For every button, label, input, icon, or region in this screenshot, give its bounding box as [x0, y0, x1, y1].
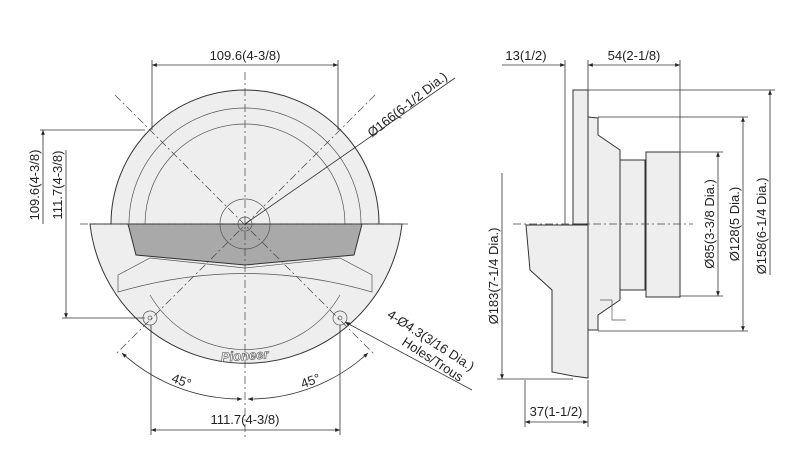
- top-width-label: 109.6(4-3/8): [210, 48, 281, 63]
- grille-bar: [117, 257, 373, 293]
- flange: [572, 89, 589, 225]
- basket-diameter-label: Ø128(5 Dia.): [727, 187, 742, 261]
- basket: [587, 116, 621, 331]
- side-view: 13(1/2) 54(2-1/8) 37(1-1/2) Ø183(7-1/4 D…: [486, 48, 775, 427]
- frame-diameter-label: Ø158(6-1/4 Dia.): [754, 178, 769, 275]
- left-height-inner-label: 111.7(4-3/8): [50, 151, 65, 220]
- grille-depth-label: 37(1-1/2): [530, 404, 583, 419]
- front-view: Pioneer 109.6(4-3/8) 111.7(4-3/8) 109.6(…: [27, 48, 477, 440]
- magnet: [645, 151, 681, 298]
- diameter-label: Ø166(6-1/2 Dia.): [364, 69, 450, 140]
- bottom-width-label: 111.7(4-3/8): [211, 412, 280, 427]
- outer-diameter-label: Ø183(7-1/4 Dia.): [486, 228, 501, 325]
- mount-depth-label: 54(2-1/8): [608, 48, 661, 63]
- terminal: [600, 299, 626, 321]
- angle-right-label: 45°: [299, 370, 323, 391]
- angle-left-label: 45°: [170, 370, 194, 391]
- basket-neck: [619, 159, 646, 291]
- left-height-outer-label: 109.6(4-3/8): [27, 150, 42, 221]
- front-grille-side: [525, 224, 589, 379]
- magnet-diameter-label: Ø85(3-3/8 Dia.): [702, 179, 717, 269]
- flange-depth-label: 13(1/2): [505, 48, 546, 63]
